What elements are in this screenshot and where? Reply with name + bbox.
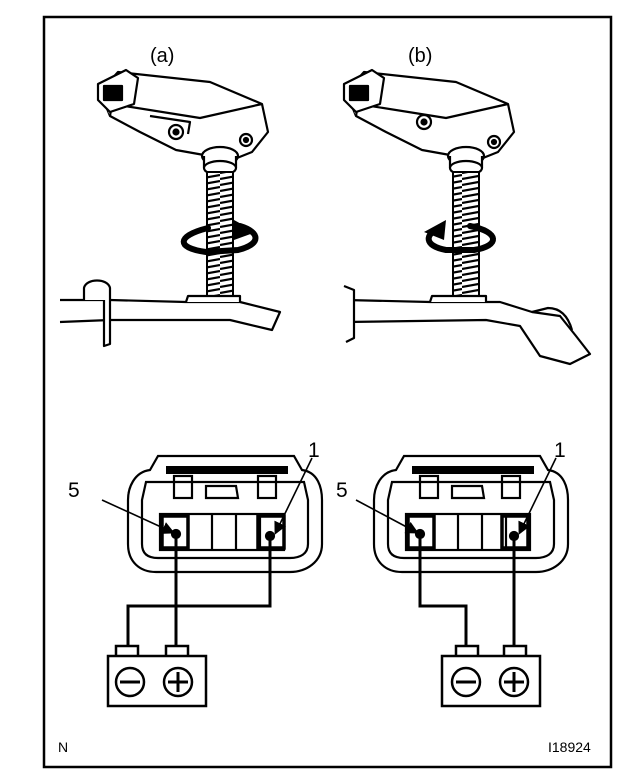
counterclockwise-rotation-arrow-icon [424,220,496,253]
screw-shaft-b [452,171,480,303]
figure-code: I18924 [548,739,591,755]
battery-icon [440,644,542,708]
corner-letter: N [58,739,68,755]
actuator-b [342,68,516,177]
actuator-a [96,68,270,177]
pin-label-1-right: 1 [554,439,566,462]
connector-left [126,454,324,574]
panel-b-label: (b) [408,45,432,67]
wires-right [418,538,516,648]
screw-shaft-a [206,171,234,303]
panel-a-label: (a) [150,45,174,67]
connector-right [372,454,570,574]
pin-label-5-right: 5 [336,479,348,502]
base-plate-a [59,279,282,348]
clockwise-rotation-arrow-icon [180,220,259,256]
figure-border [42,15,613,769]
pin-label-1-left: 1 [308,439,320,462]
wires-left [126,538,272,648]
battery-icon [106,644,208,708]
pin-label-5-left: 5 [68,479,80,502]
base-plate-b [343,284,592,366]
